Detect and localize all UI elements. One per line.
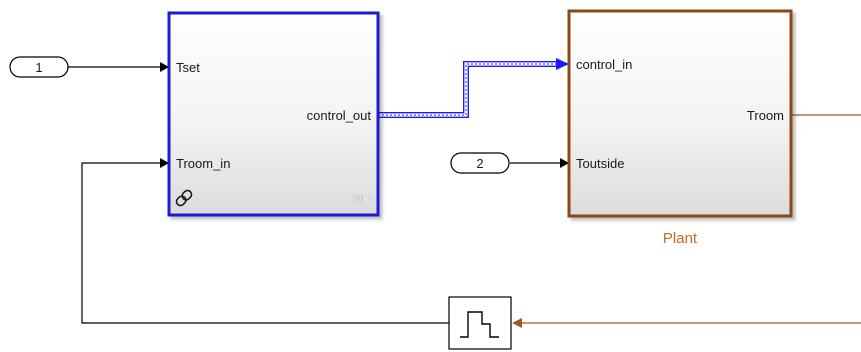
unit-delay-step-icon (460, 311, 499, 338)
inport-1-number: 1 (35, 60, 42, 75)
signal-lines (68, 58, 861, 328)
arrowhead-toutside (560, 158, 569, 168)
port-label-troom-in: Troom_in (176, 156, 230, 171)
inport-2-number: 2 (476, 156, 483, 171)
link-icon (175, 189, 193, 207)
delay-block[interactable] (448, 296, 512, 350)
subsystem-badge-icon (352, 194, 370, 204)
bus-line-control[interactable] (378, 61, 558, 118)
arrowhead-delay-in (512, 318, 522, 328)
port-label-troom: Troom (747, 108, 784, 123)
plant-block[interactable]: control_in Toutside Troom (567, 9, 793, 218)
port-label-control-in: control_in (576, 57, 632, 72)
inport-1[interactable]: 1 (9, 56, 69, 78)
signal-line-feedback[interactable] (81, 162, 449, 324)
port-label-tset: Tset (176, 60, 200, 75)
arrowhead-troom-in (160, 158, 169, 168)
controller-block[interactable]: Tset Troom_in control_out (167, 11, 380, 217)
arrowhead-tset (160, 62, 169, 72)
plant-block-name: Plant (663, 230, 698, 247)
port-label-control-out: control_out (307, 108, 372, 123)
arrowhead-control-in (556, 58, 569, 70)
inport-2[interactable]: 2 (450, 152, 510, 174)
port-label-toutside: Toutside (576, 156, 624, 171)
